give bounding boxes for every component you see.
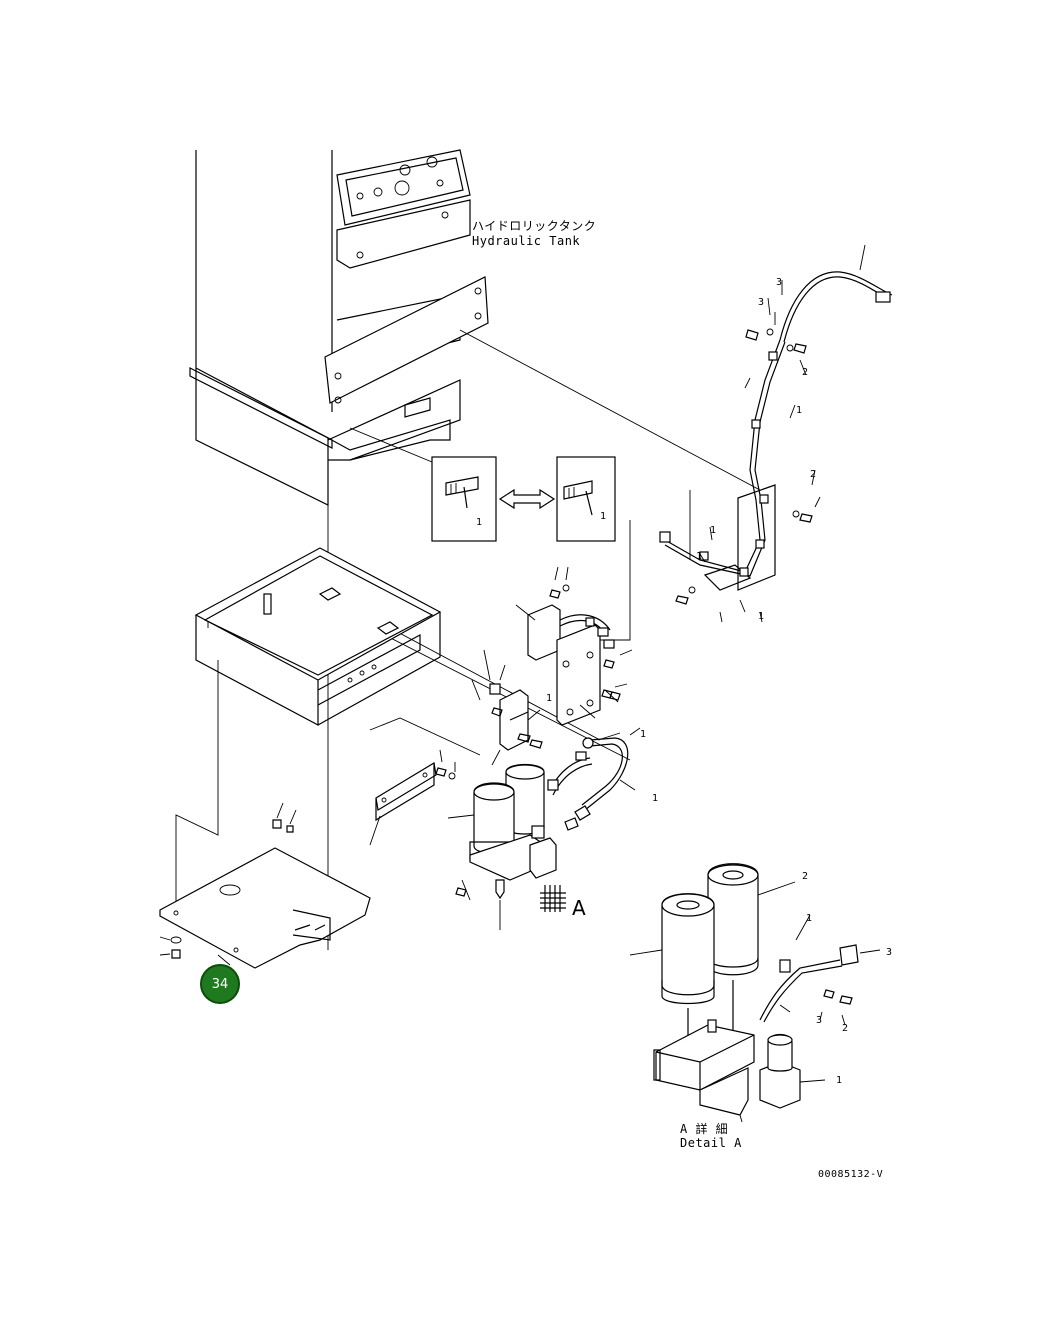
tank-label-japanese: ハイドロリックタンク [472,219,597,233]
callout-badge[interactable]: 34 [200,964,240,1004]
hose [547,727,641,831]
switch-detail-boxes [349,427,616,542]
part-number-callout: 2 [842,1023,849,1034]
hydraulic-tank [189,149,489,506]
part-number-callout: 1 [796,405,803,416]
filter-assembly [369,749,566,930]
part-number-callout: 2 [802,871,809,882]
part-number-callout: 1 [652,793,659,804]
detail-label-japanese: A 詳 細 [680,1122,729,1136]
part-number-callout: 1 [758,611,765,622]
part-number-callout: 1 [806,913,813,924]
tray-frame [194,547,442,726]
part-number-callout: 3 [886,947,893,958]
switch-bracket [471,649,543,766]
part-number-callout: 1 [836,1075,843,1086]
base-plate [159,802,371,969]
part-number-callout: 2 [810,469,817,480]
part-number-callout: 1 [476,517,483,528]
part-number-callout: 1 [696,551,703,562]
part-number-callout: 1 [546,693,553,704]
part-number-callout: 1 [710,525,717,536]
part-number-callout: 1 [640,729,647,740]
part-number-callout: 3 [758,297,765,308]
relay-bracket [515,566,633,726]
drawing-number: 00085132-V [818,1169,884,1180]
part-number-callout: 3 [776,277,783,288]
detail-label-english: Detail A [680,1136,742,1150]
wire-harness [659,244,893,623]
part-number-callout: 2 [802,367,809,378]
view-a-letter: A [572,896,587,920]
detail-a-view [629,863,881,1123]
part-number-callout: 3 [816,1015,823,1026]
tank-label-english: Hydraulic Tank [472,234,581,248]
part-number-callout: 1 [600,511,607,522]
